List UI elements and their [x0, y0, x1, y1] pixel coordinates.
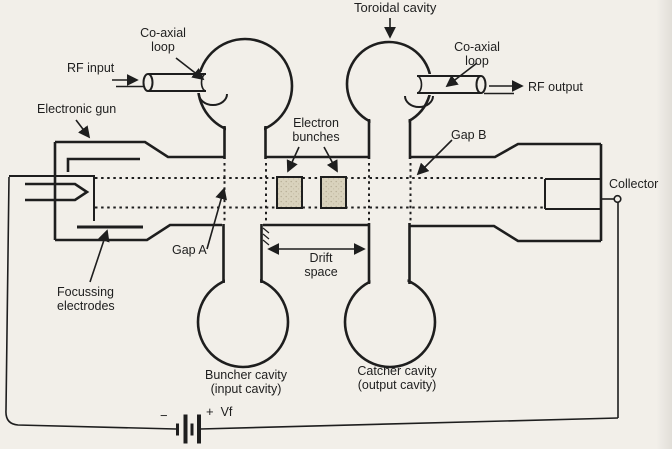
label-line: Co-axial	[454, 40, 500, 54]
electron-bunch-left	[276, 176, 303, 209]
electron-beam-dashed	[95, 163, 543, 223]
label-line: Co-axial	[140, 26, 186, 40]
label-coaxial-loop-left: Co-axial loop	[140, 26, 186, 54]
coaxial-coupler-input	[116, 72, 228, 106]
coaxial-coupler-output	[404, 74, 514, 108]
arrow-gap-b	[416, 139, 453, 176]
cavity-circles	[196, 37, 437, 369]
coax-end-cap-left	[142, 73, 154, 92]
label-gap-a: Gap A	[172, 243, 207, 257]
collector-terminal	[613, 194, 622, 204]
coax-end-cap-right	[475, 75, 487, 94]
label-line: electrodes	[57, 299, 115, 313]
label-line: Buncher cavity	[205, 368, 287, 382]
label-rf-input: RF input	[67, 61, 115, 75]
label-rf-output: RF output	[528, 80, 583, 94]
electron-gun-internals	[9, 157, 143, 229]
label-drift-space: Drift space	[304, 251, 337, 279]
collector-electrode	[544, 178, 601, 210]
cathode	[25, 182, 90, 202]
label-catcher-cavity: Catcher cavity (output cavity)	[357, 364, 436, 392]
electron-bunch-blocks	[276, 176, 347, 209]
label-battery-minus: −	[160, 408, 168, 423]
arrow-electronic-gun	[75, 119, 91, 139]
arrow-bunch-left	[286, 146, 300, 173]
label-line: (output cavity)	[357, 378, 437, 392]
top-focussing-electrode	[66, 157, 140, 172]
buncher-bottom-torus	[196, 275, 290, 369]
neck-junction-patches	[225, 113, 409, 283]
beam-voltage-circuit	[5, 176, 622, 444]
label-line: Focussing	[57, 285, 114, 299]
electron-bunch-right	[320, 176, 347, 209]
catcher-bottom-torus	[343, 275, 437, 369]
battery-voltage-symbol: Vf	[220, 405, 233, 419]
arrow-focussing-electrodes	[89, 229, 110, 283]
label-line: loop	[465, 54, 489, 68]
label-gap-b: Gap B	[451, 128, 487, 142]
label-line: Electron	[293, 116, 339, 130]
label-buncher-cavity: Buncher cavity (input cavity)	[205, 368, 287, 396]
label-electronic-gun: Electronic gun	[37, 102, 117, 116]
label-coaxial-loop-right: Co-axial loop	[454, 40, 500, 68]
battery-plus-sign: +	[206, 404, 214, 419]
arrow-coax-loop-right	[445, 62, 478, 88]
label-line: loop	[151, 40, 175, 54]
label-toroidal-cavity: Toroidal cavity	[354, 0, 437, 15]
cathode-return-wire	[5, 176, 177, 430]
coupling-loop-right	[404, 95, 434, 108]
label-line: bunches	[292, 130, 340, 144]
leader-arrows	[75, 18, 524, 283]
cavity-necks	[222, 119, 412, 284]
label-line: (input cavity)	[210, 382, 282, 396]
arrow-bunch-right	[323, 146, 338, 173]
coupling-loop-left	[198, 93, 228, 106]
cathode-shield	[9, 175, 95, 221]
label-battery-plus-vf: + Vf	[206, 404, 233, 420]
battery-symbol	[176, 414, 201, 444]
label-collector: Collector	[609, 177, 659, 191]
label-focussing-electrodes: Focussing electrodes	[57, 285, 115, 313]
drift-space-dimension	[262, 227, 366, 255]
label-electron-bunches: Electron bunches	[292, 116, 339, 144]
collector-return-wire	[199, 417, 619, 430]
arrow-gap-a	[206, 187, 227, 250]
label-line: space	[304, 265, 338, 279]
label-line: Catcher cavity	[357, 364, 437, 378]
arrow-coax-loop-left	[175, 57, 205, 81]
label-line: Drift	[309, 251, 333, 265]
